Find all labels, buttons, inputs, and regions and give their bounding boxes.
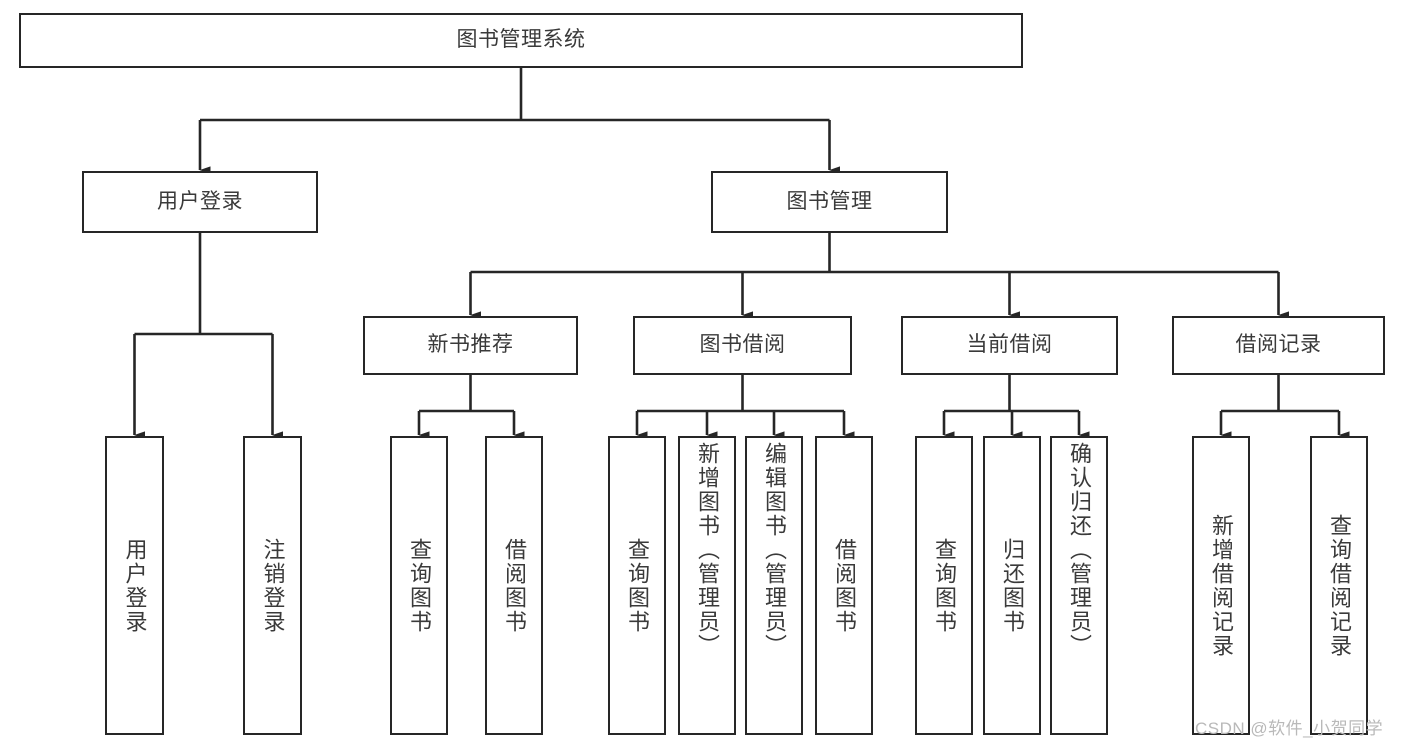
node-leaf-add-record[interactable]: 新增借阅记录 (1192, 436, 1250, 735)
node-leaf-confirm-return[interactable]: 确认归还（管理员） (1050, 436, 1108, 735)
node-leaf-logout-label: 注销登录 (260, 537, 286, 634)
node-leaf-edit-book[interactable]: 编辑图书（管理员） (745, 436, 803, 735)
node-leaf-borrow-book-2-label: 借阅图书 (832, 537, 857, 634)
node-leaf-query-book-1-label: 查询图书 (407, 537, 432, 634)
node-leaf-query-book-3-label: 查询图书 (932, 537, 957, 634)
node-user-login[interactable]: 用户登录 (82, 171, 318, 233)
node-root-label: 图书管理系统 (456, 28, 586, 52)
node-leaf-query-record[interactable]: 查询借阅记录 (1310, 436, 1368, 735)
node-current-borrow-label: 当前借阅 (966, 333, 1053, 357)
node-current-borrow[interactable]: 当前借阅 (901, 316, 1118, 375)
node-leaf-user-login[interactable]: 用户登录 (105, 436, 164, 735)
node-leaf-add-book-label: 新增图书（管理员） (695, 442, 720, 658)
node-borrow-record-label: 借阅记录 (1235, 333, 1322, 357)
node-leaf-query-book-3[interactable]: 查询图书 (915, 436, 973, 735)
node-leaf-borrow-book-1-label: 借阅图书 (502, 537, 527, 634)
node-leaf-borrow-book-1[interactable]: 借阅图书 (485, 436, 543, 735)
node-leaf-query-book-1[interactable]: 查询图书 (390, 436, 448, 735)
node-book-manage-label: 图书管理 (786, 189, 873, 213)
node-leaf-borrow-book-2[interactable]: 借阅图书 (815, 436, 873, 735)
csdn-watermark: CSDN @软件_小贺同学 (1195, 719, 1384, 738)
node-borrow-record[interactable]: 借阅记录 (1172, 316, 1385, 375)
node-root[interactable]: 图书管理系统 (19, 13, 1023, 68)
node-leaf-query-record-label: 查询借阅记录 (1327, 513, 1352, 658)
node-leaf-logout[interactable]: 注销登录 (243, 436, 302, 735)
node-new-book-recommend[interactable]: 新书推荐 (363, 316, 578, 375)
node-leaf-query-book-2[interactable]: 查询图书 (608, 436, 666, 735)
node-leaf-user-login-label: 用户登录 (122, 537, 148, 634)
node-leaf-add-record-label: 新增借阅记录 (1209, 513, 1234, 658)
node-leaf-confirm-return-label: 确认归还（管理员） (1067, 442, 1092, 658)
node-book-borrow[interactable]: 图书借阅 (633, 316, 852, 375)
node-book-manage[interactable]: 图书管理 (711, 171, 948, 233)
node-new-book-recommend-label: 新书推荐 (427, 333, 514, 357)
node-book-borrow-label: 图书借阅 (699, 333, 786, 357)
node-leaf-query-book-2-label: 查询图书 (625, 537, 650, 634)
node-leaf-add-book[interactable]: 新增图书（管理员） (678, 436, 736, 735)
node-leaf-return-book-label: 归还图书 (1000, 537, 1025, 634)
node-user-login-label: 用户登录 (157, 189, 243, 213)
node-leaf-return-book[interactable]: 归还图书 (983, 436, 1041, 735)
node-leaf-edit-book-label: 编辑图书（管理员） (762, 442, 787, 658)
